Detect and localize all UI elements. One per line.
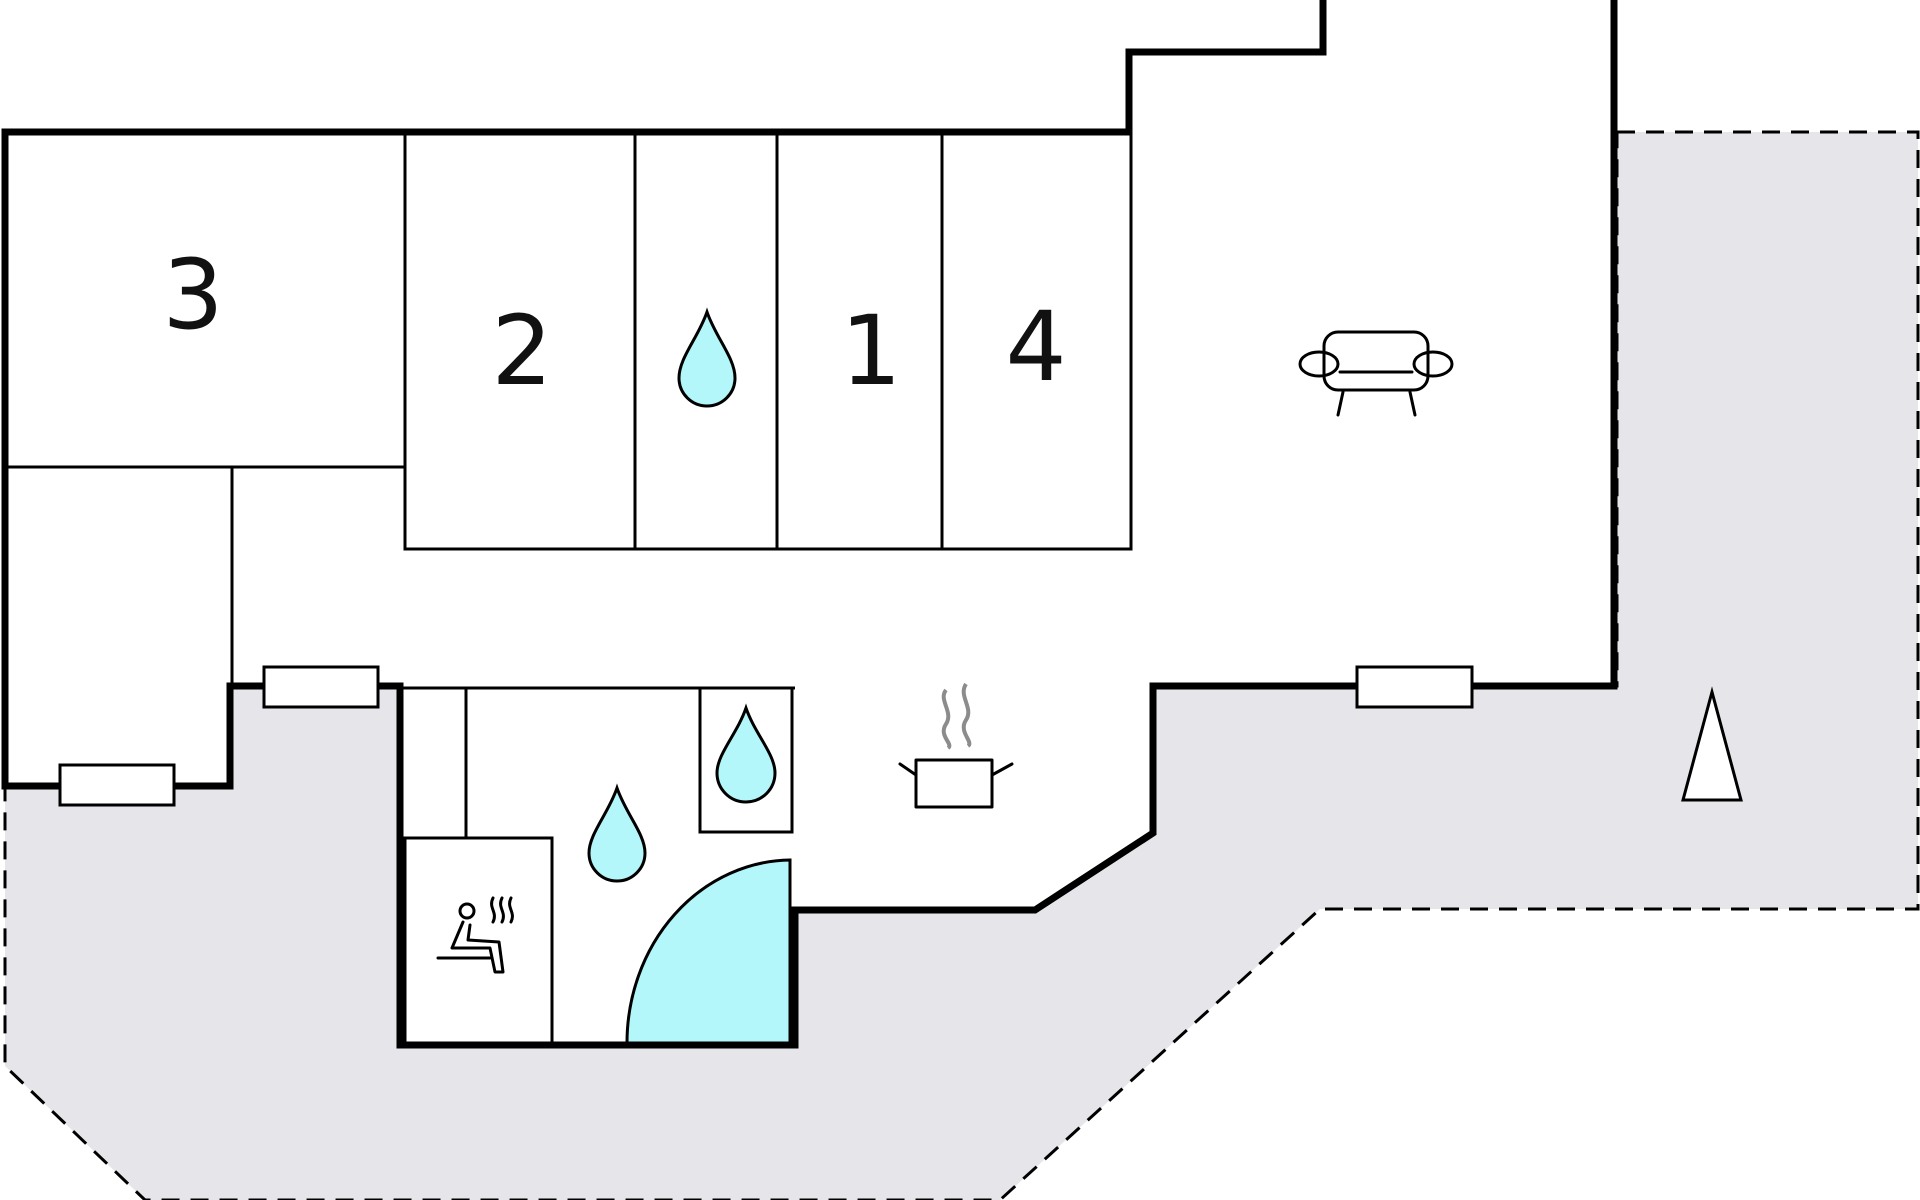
sofa-icon (1298, 330, 1454, 417)
room-label-2: 2 (491, 295, 552, 407)
water-drop-icon (677, 307, 737, 408)
window (58, 763, 176, 807)
cooking-pot-icon (898, 682, 1014, 809)
tree-icon (1681, 686, 1743, 802)
outer-wall (1, 0, 1618, 1049)
window (1355, 665, 1474, 709)
room-label-1: 1 (840, 295, 901, 407)
pool-icon (625, 858, 792, 1045)
sauna-room-outline (403, 836, 554, 1045)
room-label-3: 3 (162, 239, 223, 351)
water-drop-icon (587, 783, 647, 883)
water-drop-icon (715, 703, 777, 804)
room-label-4: 4 (1005, 291, 1066, 403)
bedroom-block-outline (403, 132, 1133, 551)
shower-room-outline (698, 686, 794, 834)
window (262, 665, 380, 709)
interior-floor (5, 0, 1614, 1045)
sauna-icon (436, 896, 514, 974)
